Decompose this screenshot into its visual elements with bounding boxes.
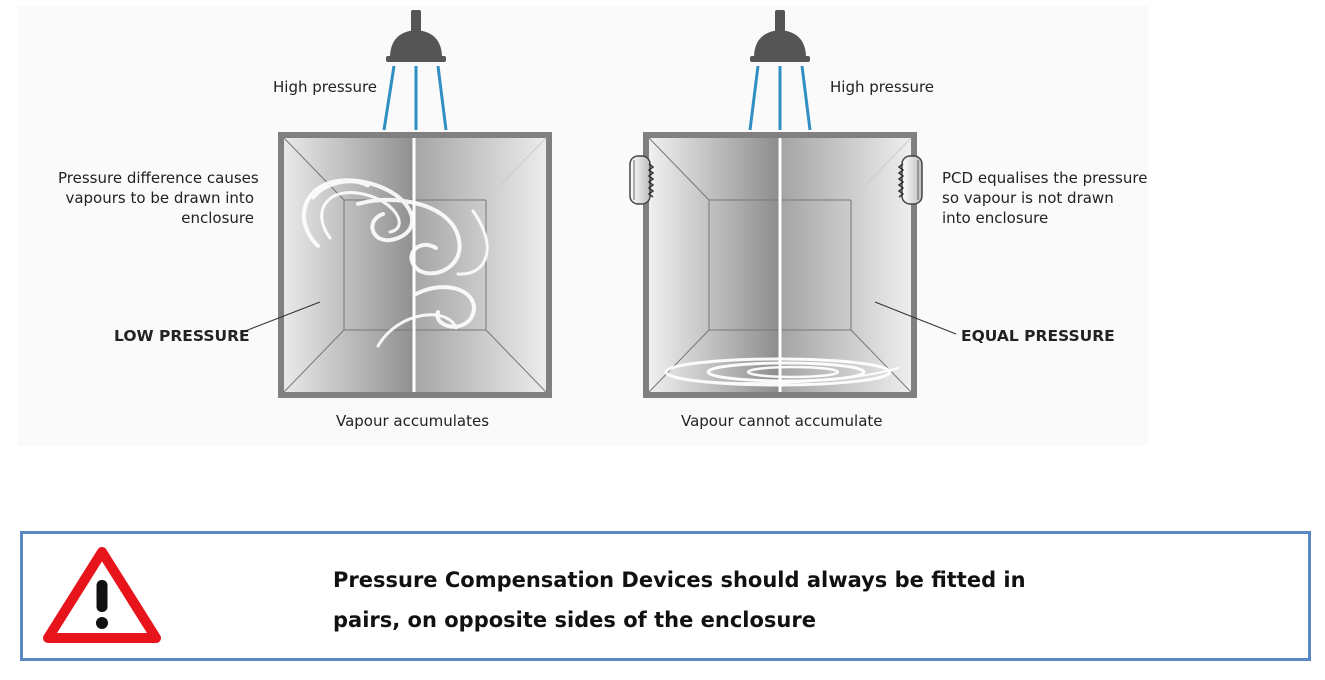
diagram-figure <box>239 10 957 398</box>
warning-box: Pressure Compensation Devices should alw… <box>20 531 1311 661</box>
shower-head-icon <box>386 10 446 62</box>
vapour-swirl-icon <box>301 178 489 348</box>
warning-message: Pressure Compensation Devices should alw… <box>333 560 1026 640</box>
pointer-line <box>239 301 321 334</box>
pcd-device-left-icon <box>629 155 655 205</box>
caption-right: Vapour cannot accumulate <box>681 412 883 430</box>
right-side-note: PCD equalises the pressure so vapour is … <box>942 168 1147 228</box>
pcd-device-right-icon <box>897 155 923 205</box>
high-pressure-label-left: High pressure <box>273 78 378 96</box>
shower-head-icon <box>750 10 810 62</box>
low-pressure-label: LOW PRESSURE <box>114 327 250 345</box>
warning-line: Pressure Compensation Devices should alw… <box>333 568 1026 592</box>
vapour-floor-swirl-icon <box>664 357 899 387</box>
side-note-line: Pressure difference causes <box>58 169 259 187</box>
pointer-line <box>874 301 957 335</box>
side-note-line: enclosure <box>181 209 254 227</box>
water-jet-icon <box>382 65 448 131</box>
water-jet-icon <box>748 65 812 131</box>
side-note-line: so vapour is not drawn <box>942 189 1114 207</box>
equal-pressure-label: EQUAL PRESSURE <box>961 327 1115 345</box>
warning-line: pairs, on opposite sides of the enclosur… <box>333 608 816 632</box>
left-side-note: Pressure difference causes vapours to be… <box>58 168 259 228</box>
caption-left: Vapour accumulates <box>336 412 490 430</box>
pressure-diagram: High pressure Pressure difference causes… <box>18 6 1148 446</box>
side-note-line: vapours to be drawn into <box>65 189 254 207</box>
side-note-line: into enclosure <box>942 209 1049 227</box>
high-pressure-label-right: High pressure <box>830 78 935 96</box>
side-note-line: PCD equalises the pressure <box>942 169 1148 187</box>
enclosure-equal-pressure <box>643 132 917 398</box>
warning-triangle-icon <box>43 547 161 643</box>
